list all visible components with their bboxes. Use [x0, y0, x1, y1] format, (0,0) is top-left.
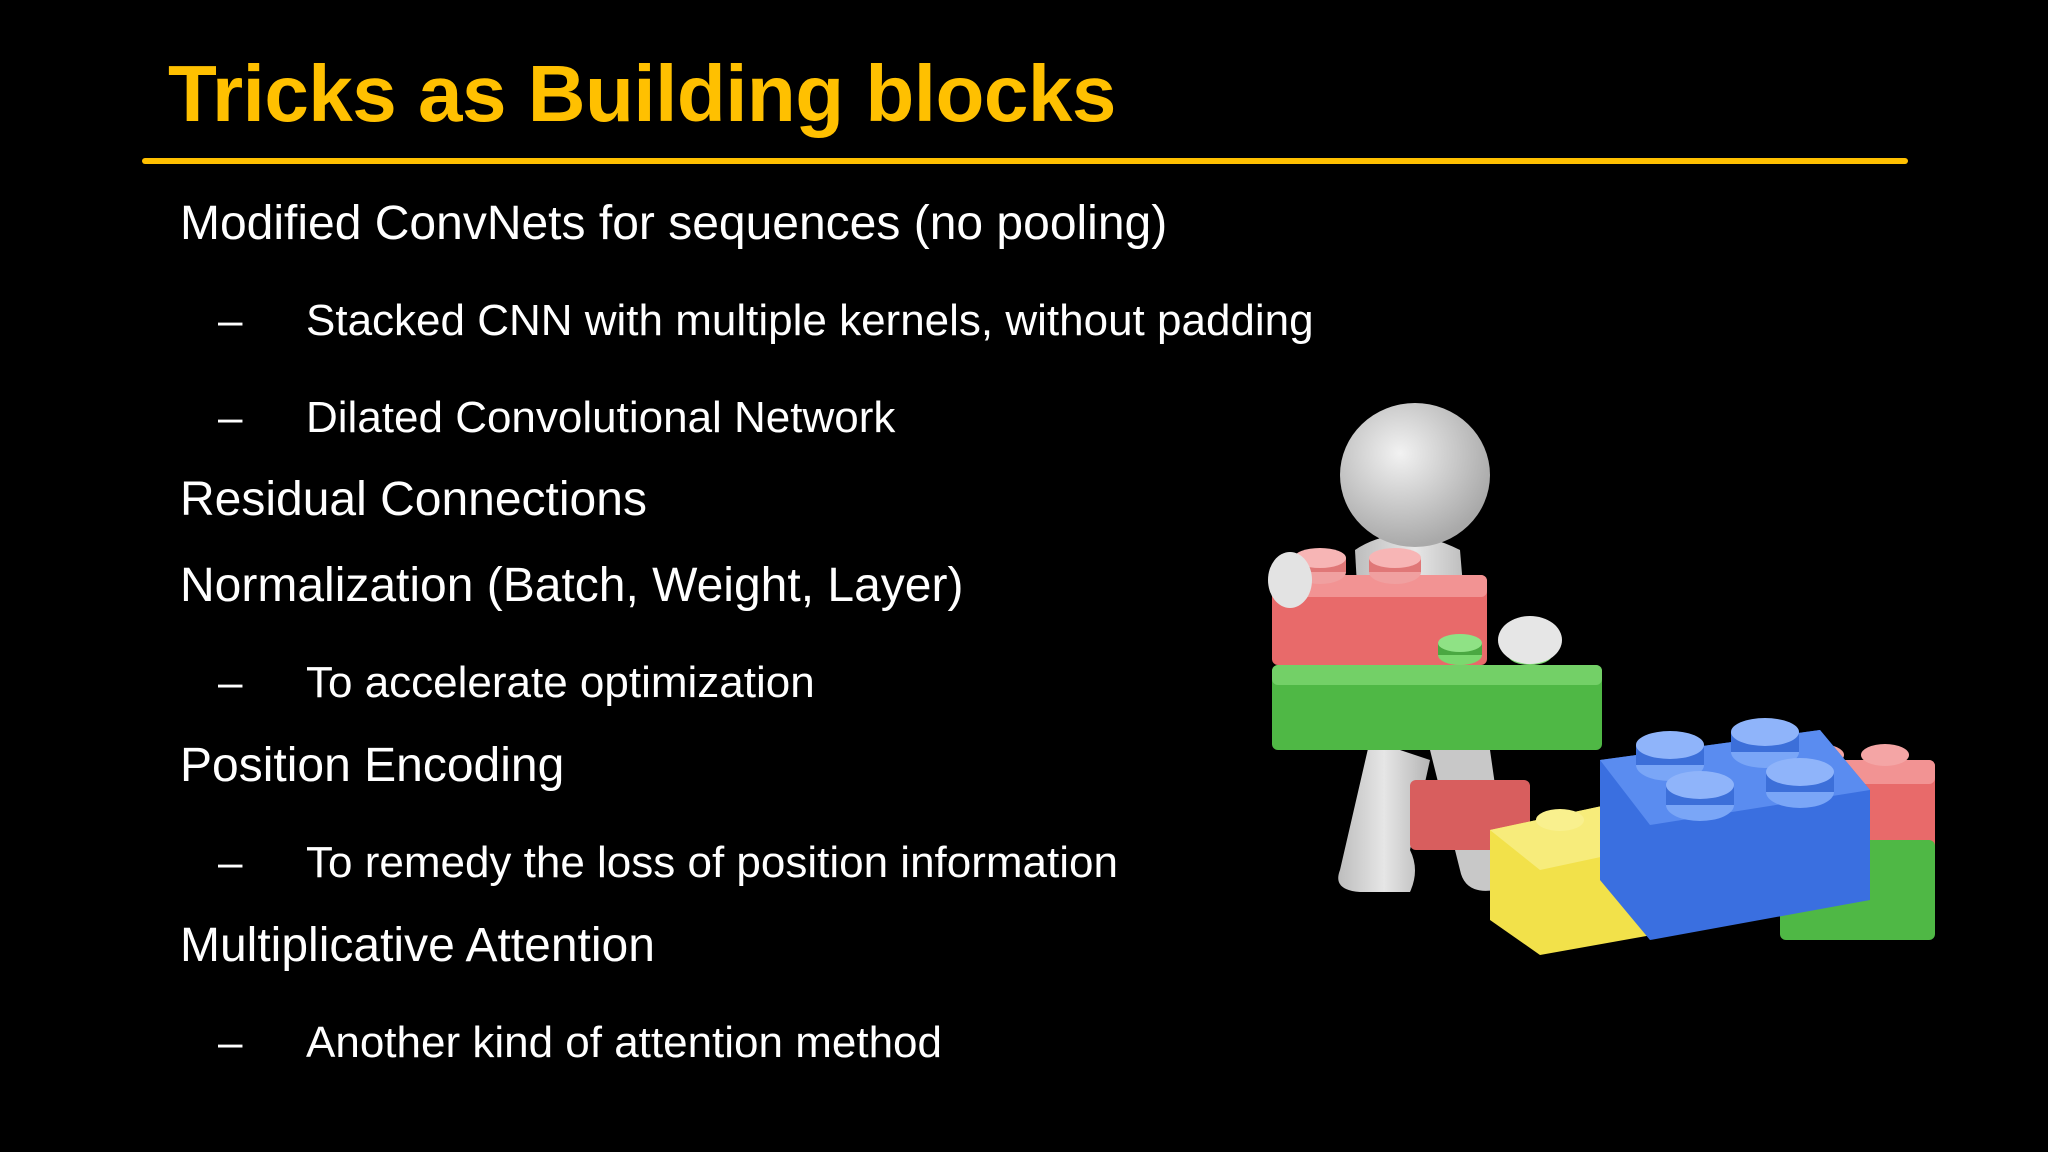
bullet-normalization: Normalization (Batch, Weight, Layer): [180, 558, 963, 613]
subbullet-remedy: – To remedy the loss of position informat…: [218, 838, 1118, 888]
bullet-text: Residual Connections: [180, 473, 647, 526]
title-underline: [142, 158, 1908, 164]
bullet-text: Modified ConvNets for sequences (no pool…: [180, 197, 1168, 250]
blue-brick-icon: [1600, 718, 1870, 940]
dash-marker: –: [218, 393, 243, 442]
bullet-text: To accelerate optimization: [306, 658, 815, 707]
dash-marker: –: [218, 296, 243, 345]
bullet-position-encoding: Position Encoding: [180, 738, 564, 793]
bullet-residual-connections: Residual Connections: [180, 472, 647, 527]
bullet-multiplicative-attention: Multiplicative Attention: [180, 918, 655, 973]
subbullet-another-attention: – Another kind of attention method: [218, 1018, 942, 1068]
bullet-modified-convnets: Modified ConvNets for sequences (no pool…: [180, 196, 1167, 251]
bullet-text: Another kind of attention method: [306, 1018, 942, 1067]
bullet-text: Normalization (Batch, Weight, Layer): [180, 559, 964, 612]
red-brick-icon: [1272, 548, 1487, 665]
dash-marker: –: [218, 838, 243, 887]
bullet-text: To remedy the loss of position informati…: [306, 838, 1118, 887]
dash-marker: –: [218, 1018, 243, 1067]
slide-title: Tricks as Building blocks: [168, 49, 1116, 138]
bullet-text: Stacked CNN with multiple kernels, witho…: [306, 296, 1314, 345]
subbullet-accelerate: – To accelerate optimization: [218, 658, 815, 708]
bullet-text: Multiplicative Attention: [180, 919, 655, 972]
person-with-building-blocks-icon: [1268, 403, 1935, 955]
subbullet-stacked-cnn: – Stacked CNN with multiple kernels, with…: [218, 296, 1314, 346]
bullet-text: Position Encoding: [180, 739, 565, 792]
subbullet-dilated-conv: – Dilated Convolutional Network: [218, 393, 895, 443]
dash-marker: –: [218, 658, 243, 707]
bullet-text: Dilated Convolutional Network: [306, 393, 896, 442]
